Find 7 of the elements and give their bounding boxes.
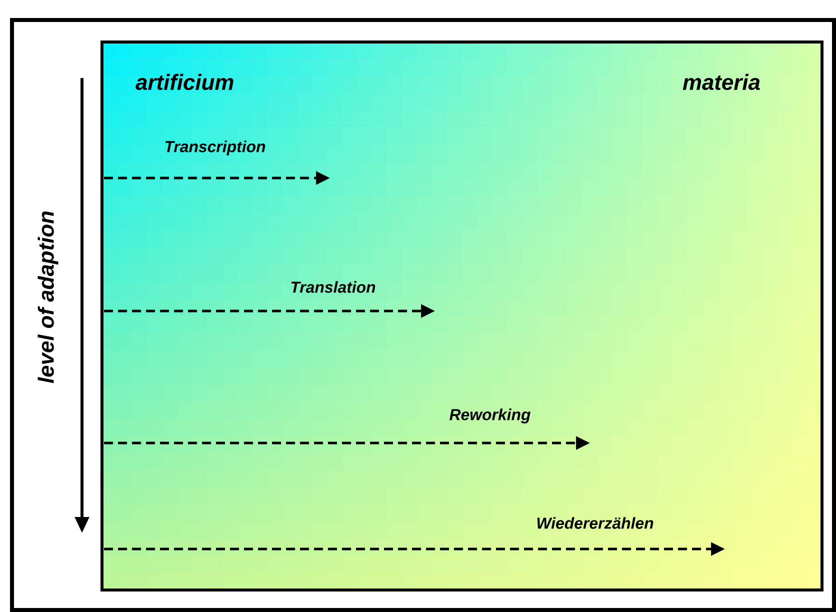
arrow-label: Reworking [450,408,530,424]
arrow-label: Translation [291,281,376,293]
axis-label: level of adaption [38,211,58,384]
heading: artificium [136,74,234,90]
heading: materia [682,74,760,90]
arrow-label: Transcription [165,140,266,156]
arrow-label: Wiedererzählen [537,517,654,529]
